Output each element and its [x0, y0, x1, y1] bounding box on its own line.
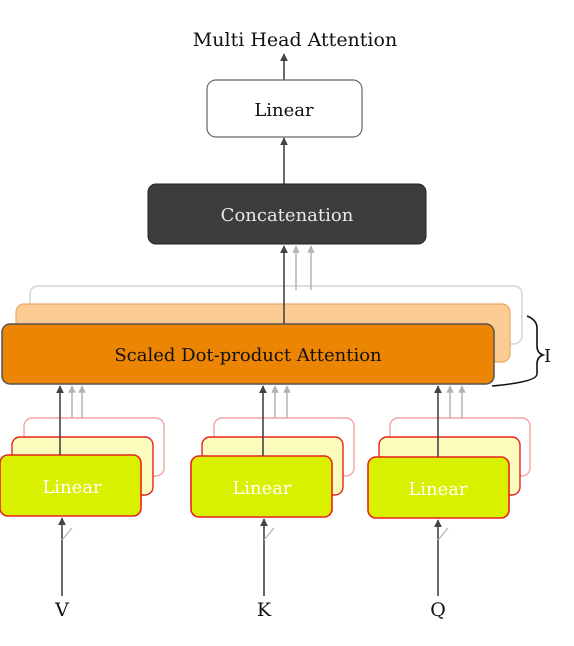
k-input-fan — [263, 527, 275, 541]
concatenation-label: Concatenation — [221, 205, 354, 226]
branch-v: Linear V — [0, 385, 165, 621]
q-input-fan — [437, 527, 449, 541]
v-input-fan — [61, 527, 73, 541]
linear-k-box — [190, 455, 333, 518]
input-v-label: V — [54, 599, 69, 621]
attention-label: Scaled Dot-product Attention — [114, 345, 382, 366]
branch-q: Linear Q — [367, 385, 531, 621]
input-q-label: Q — [430, 599, 446, 621]
scaled-dot-product-attention-box — [1, 323, 495, 385]
branch-k: Linear K — [190, 385, 355, 621]
output-linear-box — [206, 79, 363, 138]
concatenation-box — [147, 183, 427, 245]
linear-q-label: Linear — [408, 479, 468, 500]
linear-v-box — [0, 454, 142, 517]
linear-k-label: Linear — [232, 478, 292, 499]
output-linear-label: Linear — [254, 100, 314, 121]
linear-v-label: Linear — [42, 477, 102, 498]
head-count-bracket — [491, 315, 546, 387]
input-k-label: K — [257, 599, 272, 621]
head-count-label: I — [544, 346, 551, 367]
diagram-title: Multi Head Attention — [193, 29, 397, 51]
